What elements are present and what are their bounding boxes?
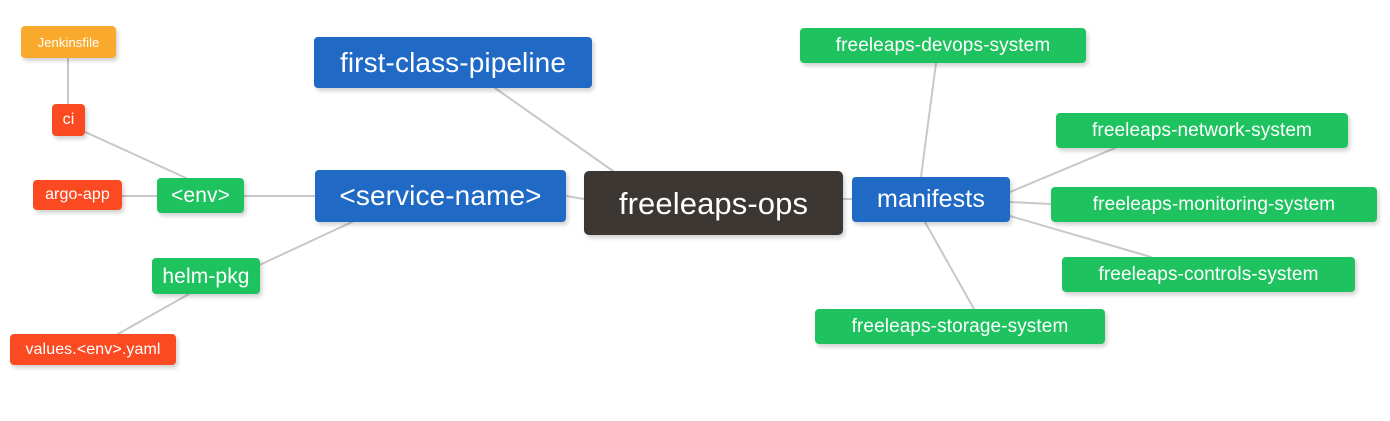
edge-service-name-to-helm-pkg [252,221,353,269]
mindmap-node-freeleaps-devops-system[interactable]: freeleaps-devops-system [800,28,1086,63]
mindmap-node-freeleaps-monitoring-system[interactable]: freeleaps-monitoring-system [1051,187,1377,222]
mindmap-node-freeleaps-ops[interactable]: freeleaps-ops [584,171,843,235]
mindmap-node-freeleaps-network-system[interactable]: freeleaps-network-system [1056,113,1348,148]
mindmap-node-first-class-pipeline[interactable]: first-class-pipeline [314,37,592,88]
edge-manifests-to-freeleaps-network-system [1009,147,1116,193]
mindmap-node-jenkinsfile[interactable]: Jenkinsfile [21,26,116,58]
edge-manifests-to-freeleaps-devops-system [920,62,937,178]
edge-manifests-to-freeleaps-monitoring-system [1009,201,1052,205]
edge-freeleaps-ops-to-service-name [565,195,585,200]
mindmap-node-freeleaps-storage-system[interactable]: freeleaps-storage-system [815,309,1105,344]
mindmap-node-env[interactable]: <env> [157,178,244,213]
edge-manifests-to-freeleaps-storage-system [924,221,975,310]
mindmap-node-ci[interactable]: ci [52,104,85,136]
mindmap-node-values-yaml[interactable]: values.<env>.yaml [10,334,176,365]
mindmap-node-service-name[interactable]: <service-name> [315,170,566,222]
mindmap-node-argo-app[interactable]: argo-app [33,180,122,210]
edge-helm-pkg-to-values-yaml [117,293,190,335]
edge-freeleaps-ops-to-first-class-pipeline [494,87,614,172]
edge-manifests-to-freeleaps-controls-system [1009,215,1152,258]
mindmap-node-manifests[interactable]: manifests [852,177,1010,222]
edge-env-to-ci [82,130,187,179]
mindmap-node-helm-pkg[interactable]: helm-pkg [152,258,260,294]
mindmap-node-freeleaps-controls-system[interactable]: freeleaps-controls-system [1062,257,1355,292]
